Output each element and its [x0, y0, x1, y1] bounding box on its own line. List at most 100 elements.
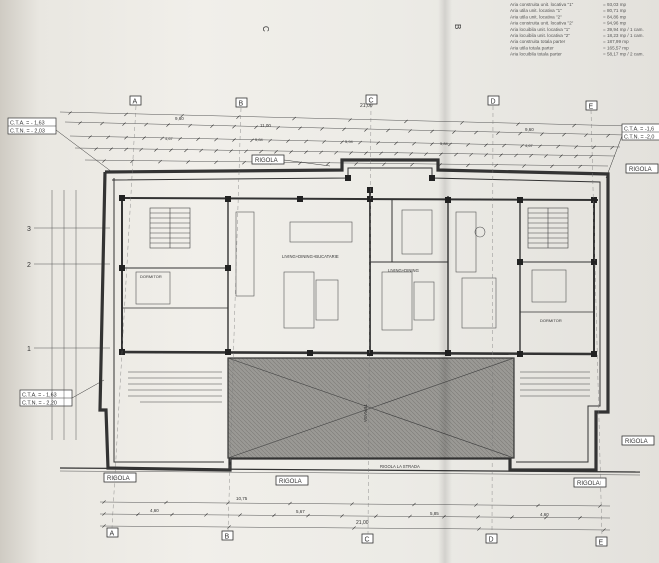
dimension-tick [350, 502, 354, 506]
dimension-tick [562, 132, 566, 137]
dimension-tick [259, 149, 263, 154]
dimension-tick [448, 142, 452, 147]
rigola-tag-bottom-right: RIGOLA [573, 477, 607, 488]
dimension-tick [606, 133, 610, 138]
area-legend: Aria construita unit. locativa "1"= 93,0… [510, 2, 644, 57]
dimension-tick [139, 147, 143, 152]
svg-text:C.T.A. = - 1,63: C.T.A. = - 1,63 [10, 121, 45, 127]
legend-label: Aria utila totala parter [510, 45, 554, 50]
svg-text:C.T.N. = - 2,03: C.T.N. = - 2,03 [10, 129, 45, 135]
left-dimension-chain [51, 190, 77, 440]
svg-text:RIGOLA: RIGOLA [629, 167, 652, 173]
dimension-tick [499, 153, 503, 158]
svg-text:RIGOLA: RIGOLA [107, 476, 130, 482]
dimension-tick [196, 137, 200, 142]
dimension-tick [484, 143, 488, 147]
dimension-tick [102, 500, 106, 504]
dimension-tick [94, 147, 98, 151]
dimension-tick [102, 524, 106, 528]
svg-text:C.T.N. = -2,0: C.T.N. = -2,0 [624, 135, 654, 141]
room-dormitor-left: DORMITOR [140, 274, 162, 279]
dimension-tick [578, 515, 582, 520]
dim-row2-2: 5,94 [345, 139, 354, 144]
dim-top-right: 9,60 [525, 127, 534, 132]
dim-row2-3: 5,84 [440, 141, 449, 146]
street-label: RIGOLA LA STRADA [380, 464, 420, 469]
dimension-tick [102, 159, 106, 163]
legend-value: = 18,23 mp / 1 cam. [603, 33, 644, 38]
street-edge: RIGOLA LA STRADA [59, 464, 641, 476]
dimension-tick [469, 152, 473, 157]
dimension-tick [334, 150, 338, 155]
axis-top-c: C [365, 94, 378, 105]
dimension-tick [229, 149, 233, 153]
svg-text:3: 3 [27, 226, 31, 233]
svg-text:D: D [489, 537, 494, 544]
dimension-tick [424, 152, 428, 156]
dimension-tick [439, 152, 443, 157]
dimension-tick [404, 119, 408, 124]
grid-axis-lines [111, 103, 603, 538]
dim-bottom-d: 5,85 [430, 511, 439, 516]
dimension-tick [276, 125, 280, 130]
axis-top-e: E [585, 100, 598, 111]
dimension-tick [319, 150, 323, 155]
room-living-left: LIVING+DINING+BUCATARIE [282, 254, 339, 259]
dimension-tick [409, 152, 413, 156]
dimension-tick [188, 123, 192, 128]
level-tag-left-bottom: C.T.A. = - 1,63 C.T.N. = - 2,20 [19, 379, 105, 407]
column [517, 351, 523, 357]
level-tag-right-top: C.T.A. = -1,6 C.T.N. = -2,0 [605, 123, 659, 179]
column [591, 197, 597, 203]
dimension-tick [100, 121, 104, 126]
legend-label: Aria utila unit. locativa "2" [510, 14, 562, 19]
svg-text:E: E [599, 540, 604, 547]
structural-columns [119, 175, 597, 357]
dimension-tick [144, 122, 148, 127]
dimension-tick [474, 503, 478, 507]
dimension-tick [574, 145, 578, 149]
furniture [135, 209, 567, 331]
dimension-tick [584, 133, 588, 138]
legend-value: = 165,57 mp [603, 45, 629, 50]
dimension-tick [578, 164, 582, 169]
dimension-tick [540, 132, 544, 136]
column [297, 196, 303, 202]
column [591, 351, 597, 357]
svg-text:D: D [491, 99, 496, 106]
axis-bottom-e: E [595, 536, 608, 547]
legend-label: Aria locuibila totala parter [510, 52, 562, 57]
row-marker-3: 3 [27, 226, 110, 233]
svg-text:C: C [365, 537, 370, 544]
dimension-tick [272, 513, 276, 518]
dimension-tick [476, 515, 480, 519]
dimension-tick [186, 160, 190, 164]
dimension-tick [88, 135, 92, 139]
rigola-tag-bottom-left: RIGOLA [103, 472, 137, 483]
dimension-tick [180, 113, 184, 118]
legend-label: Aria locuibila unit. locativa "2" [510, 33, 570, 38]
dimension-tick [124, 112, 128, 117]
dimension-tick [306, 513, 310, 518]
dimension-tick [412, 502, 416, 507]
axis-top-d: D [487, 95, 500, 106]
axis-top-b: B [235, 97, 248, 108]
dimension-tick [130, 159, 134, 164]
dimension-tick [460, 120, 464, 125]
dimension-tick [250, 138, 254, 143]
dimension-tick [102, 512, 106, 516]
legend-label: Aria construita totala parter [510, 39, 566, 44]
dimension-tick [124, 135, 128, 140]
dimension-tick [364, 151, 368, 155]
dim-bottom-e: 4,60 [540, 512, 549, 517]
column [119, 265, 125, 271]
dimension-tick [354, 162, 358, 166]
dimension-tick [288, 501, 292, 506]
dimension-tick [170, 512, 174, 517]
legend-value: = 58,17 mp / 2 cam. [603, 52, 644, 57]
dimension-tick [544, 154, 548, 158]
dim-row2-4: 4,67 [525, 143, 534, 148]
dimension-tick [244, 149, 248, 154]
dimension-tick [358, 140, 362, 145]
building-outer-wall [98, 158, 610, 472]
